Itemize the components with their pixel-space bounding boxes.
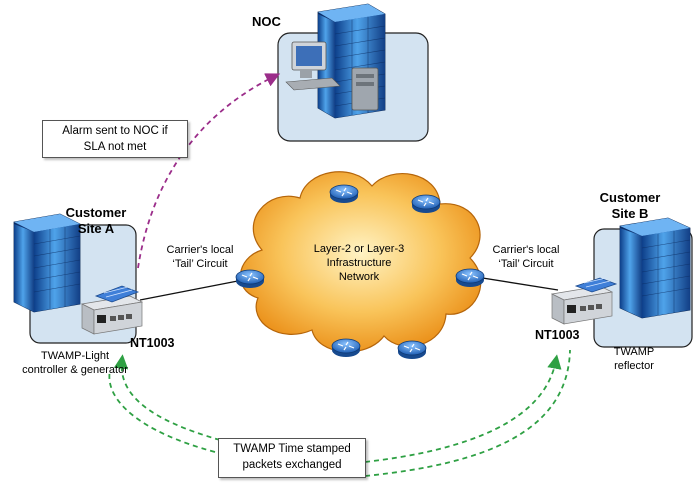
site-b-nt1003-device-icon bbox=[550, 277, 618, 325]
site-b-role-label: TWAMP reflector bbox=[606, 346, 662, 374]
site-a-label-line2: Site A bbox=[77, 221, 115, 237]
workstation-icon bbox=[285, 41, 379, 111]
twamp-callout: TWAMP Time stamped packets exchanged bbox=[218, 438, 366, 478]
cloud-label-line1: Layer-2 or Layer-3 bbox=[313, 243, 405, 255]
router-icon bbox=[455, 268, 485, 287]
noc-label: NOC bbox=[252, 14, 281, 29]
site-b-building-icon bbox=[619, 217, 691, 319]
tail-right-line2: ‘Tail’ Circuit bbox=[498, 257, 554, 270]
cloud-label-line2: Infrastructure bbox=[326, 256, 392, 269]
tail-circuit-left-label: Carrier's local ‘Tail’ Circuit bbox=[158, 244, 242, 272]
site-b-device-label: NT1003 bbox=[535, 328, 580, 342]
router-icon bbox=[235, 269, 265, 288]
tail-right-line1: Carrier's local bbox=[492, 244, 560, 256]
alarm-callout-line1: Alarm sent to NOC if bbox=[62, 125, 168, 137]
site-b-role-line1: TWAMP bbox=[613, 346, 655, 358]
site-a-role-line1: TWAMP-Light bbox=[40, 350, 110, 362]
site-b-label: Customer Site B bbox=[588, 190, 672, 223]
site-a-nt1003-device-icon bbox=[80, 285, 144, 335]
site-a-label-line1: Customer bbox=[65, 205, 127, 220]
site-a-role-line2: controller & generator bbox=[22, 363, 128, 376]
router-icon bbox=[411, 194, 441, 213]
site-b-label-line2: Site B bbox=[611, 206, 649, 222]
router-icon bbox=[331, 338, 361, 357]
packet-arrow-to-site-a-inner bbox=[108, 369, 216, 453]
alarm-arrow bbox=[137, 73, 281, 269]
tail-left-line1: Carrier's local bbox=[166, 244, 234, 256]
tail-circuit-right-label: Carrier's local ‘Tail’ Circuit bbox=[484, 244, 568, 272]
twamp-callout-line2: packets exchanged bbox=[242, 458, 342, 471]
packet-arrow-to-site-b-inner bbox=[364, 349, 571, 477]
router-icon bbox=[397, 340, 427, 359]
tail-circuit-right-line bbox=[469, 275, 559, 291]
site-b-role-line2: reflector bbox=[614, 359, 654, 372]
packet-arrow-to-site-b-outer bbox=[364, 354, 562, 463]
site-b-label-line1: Customer bbox=[599, 190, 661, 205]
site-a-building-icon bbox=[13, 213, 81, 313]
packet-arrow-to-site-a-outer bbox=[113, 354, 221, 441]
site-a-label: Customer Site A bbox=[56, 205, 136, 238]
tail-left-line2: ‘Tail’ Circuit bbox=[172, 257, 228, 270]
twamp-callout-line1: TWAMP Time stamped bbox=[233, 443, 351, 455]
cloud-label: Layer-2 or Layer-3 Infrastructure Networ… bbox=[302, 243, 416, 284]
alarm-callout-line2: SLA not met bbox=[83, 140, 147, 153]
tail-circuit-left-line bbox=[139, 278, 249, 301]
alarm-callout: Alarm sent to NOC if SLA not met bbox=[42, 120, 188, 158]
cloud-label-line3: Network bbox=[338, 270, 380, 283]
router-icon bbox=[329, 184, 359, 203]
site-a-role-label: TWAMP-Light controller & generator bbox=[14, 350, 136, 378]
infrastructure-network-cloud bbox=[239, 171, 482, 353]
site-a-device-label: NT1003 bbox=[130, 336, 175, 350]
router-group bbox=[235, 184, 485, 359]
